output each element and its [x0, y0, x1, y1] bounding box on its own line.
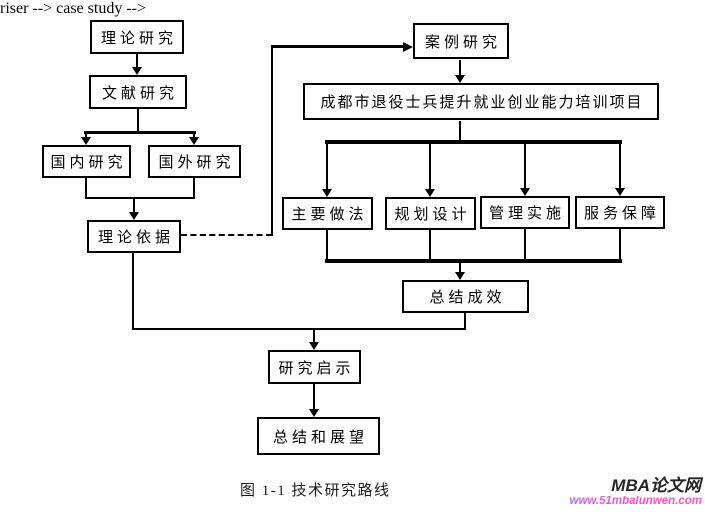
edge-project-stem: [459, 121, 461, 141]
edge-domestic-stem: [85, 178, 87, 199]
node-training-project: 成都市退役士兵提升就业创业能力培训项目: [303, 83, 659, 120]
edge-management-drop: [524, 144, 526, 188]
node-theoretical-basis: 理论依据: [87, 220, 181, 253]
edge-theory-literature-arrowhead: [132, 67, 142, 75]
node-main-practices: 主要做法: [282, 197, 373, 230]
edge-management-stem: [524, 229, 526, 259]
edge-enlightenment-arrowhead: [309, 342, 319, 350]
node-case-study: 案例研究: [413, 23, 509, 59]
node-summary-outlook: 总结和展望: [257, 417, 380, 455]
edge-foreign-stem: [193, 178, 195, 199]
edge-branch-right-drop: [193, 133, 195, 138]
edge-planning-drop: [429, 144, 431, 189]
edge-theory-literature-line: [136, 54, 138, 68]
node-planning-design: 规划设计: [385, 197, 476, 230]
edge-domestic-arrowhead: [81, 137, 91, 145]
edge-practices-arrowhead: [322, 189, 332, 197]
edge-basis-case-top-line: [271, 45, 403, 48]
edge-service-drop: [619, 144, 621, 188]
edge-results-down-stem: [464, 313, 466, 330]
edge-enlightenment-outlook-line: [313, 384, 315, 409]
edge-basis-case-riser: [271, 46, 273, 236]
edge-literature-stem: [137, 109, 139, 134]
edge-merge-line-left: [85, 197, 195, 199]
watermark-url-link[interactable]: www.51mbalunwen.com: [569, 495, 703, 507]
edge-practices-drop: [326, 144, 328, 189]
node-domestic-research: 国内研究: [42, 145, 131, 178]
edge-service-arrowhead: [615, 188, 625, 196]
node-research-enlightenment: 研究启示: [268, 350, 361, 384]
edge-basis-arrowhead: [129, 212, 139, 220]
node-theory-research: 理论研究: [90, 20, 184, 54]
edge-management-arrowhead: [520, 188, 530, 196]
edge-foreign-arrowhead: [189, 137, 199, 145]
edge-distribution-line: [325, 140, 622, 144]
edge-basis-down-stem: [132, 253, 134, 330]
edge-case-project-line: [459, 60, 461, 75]
edge-results-arrowhead: [455, 272, 465, 280]
edge-branch-left-drop: [85, 133, 87, 138]
edge-service-stem: [619, 229, 621, 259]
node-foreign-research: 国外研究: [148, 145, 241, 178]
edge-basis-case-dashed: [181, 234, 272, 236]
node-summary-results: 总结成效: [402, 280, 529, 313]
edge-planning-stem: [429, 230, 431, 259]
edge-enlightenment-drop: [313, 330, 315, 342]
edge-results-drop: [459, 263, 461, 272]
node-service-guarantee: 服务保障: [575, 196, 665, 229]
edge-collect-line: [325, 259, 622, 263]
figure-caption: 图 1-1 技术研究路线: [240, 483, 391, 499]
node-literature-research: 文献研究: [89, 75, 187, 109]
edge-planning-arrowhead: [425, 189, 435, 197]
node-management-implementation: 管理实施: [480, 196, 570, 229]
watermark-brand: MBA论文网: [611, 476, 701, 495]
edge-basis-drop: [133, 199, 135, 213]
edge-outlook-arrowhead: [309, 409, 319, 417]
edge-bottom-merge-line: [132, 328, 466, 330]
edge-case-arrowhead: [403, 42, 413, 52]
edge-literature-branch-line: [84, 131, 196, 134]
edge-practices-stem: [326, 230, 328, 259]
edge-project-arrowhead: [455, 75, 465, 83]
